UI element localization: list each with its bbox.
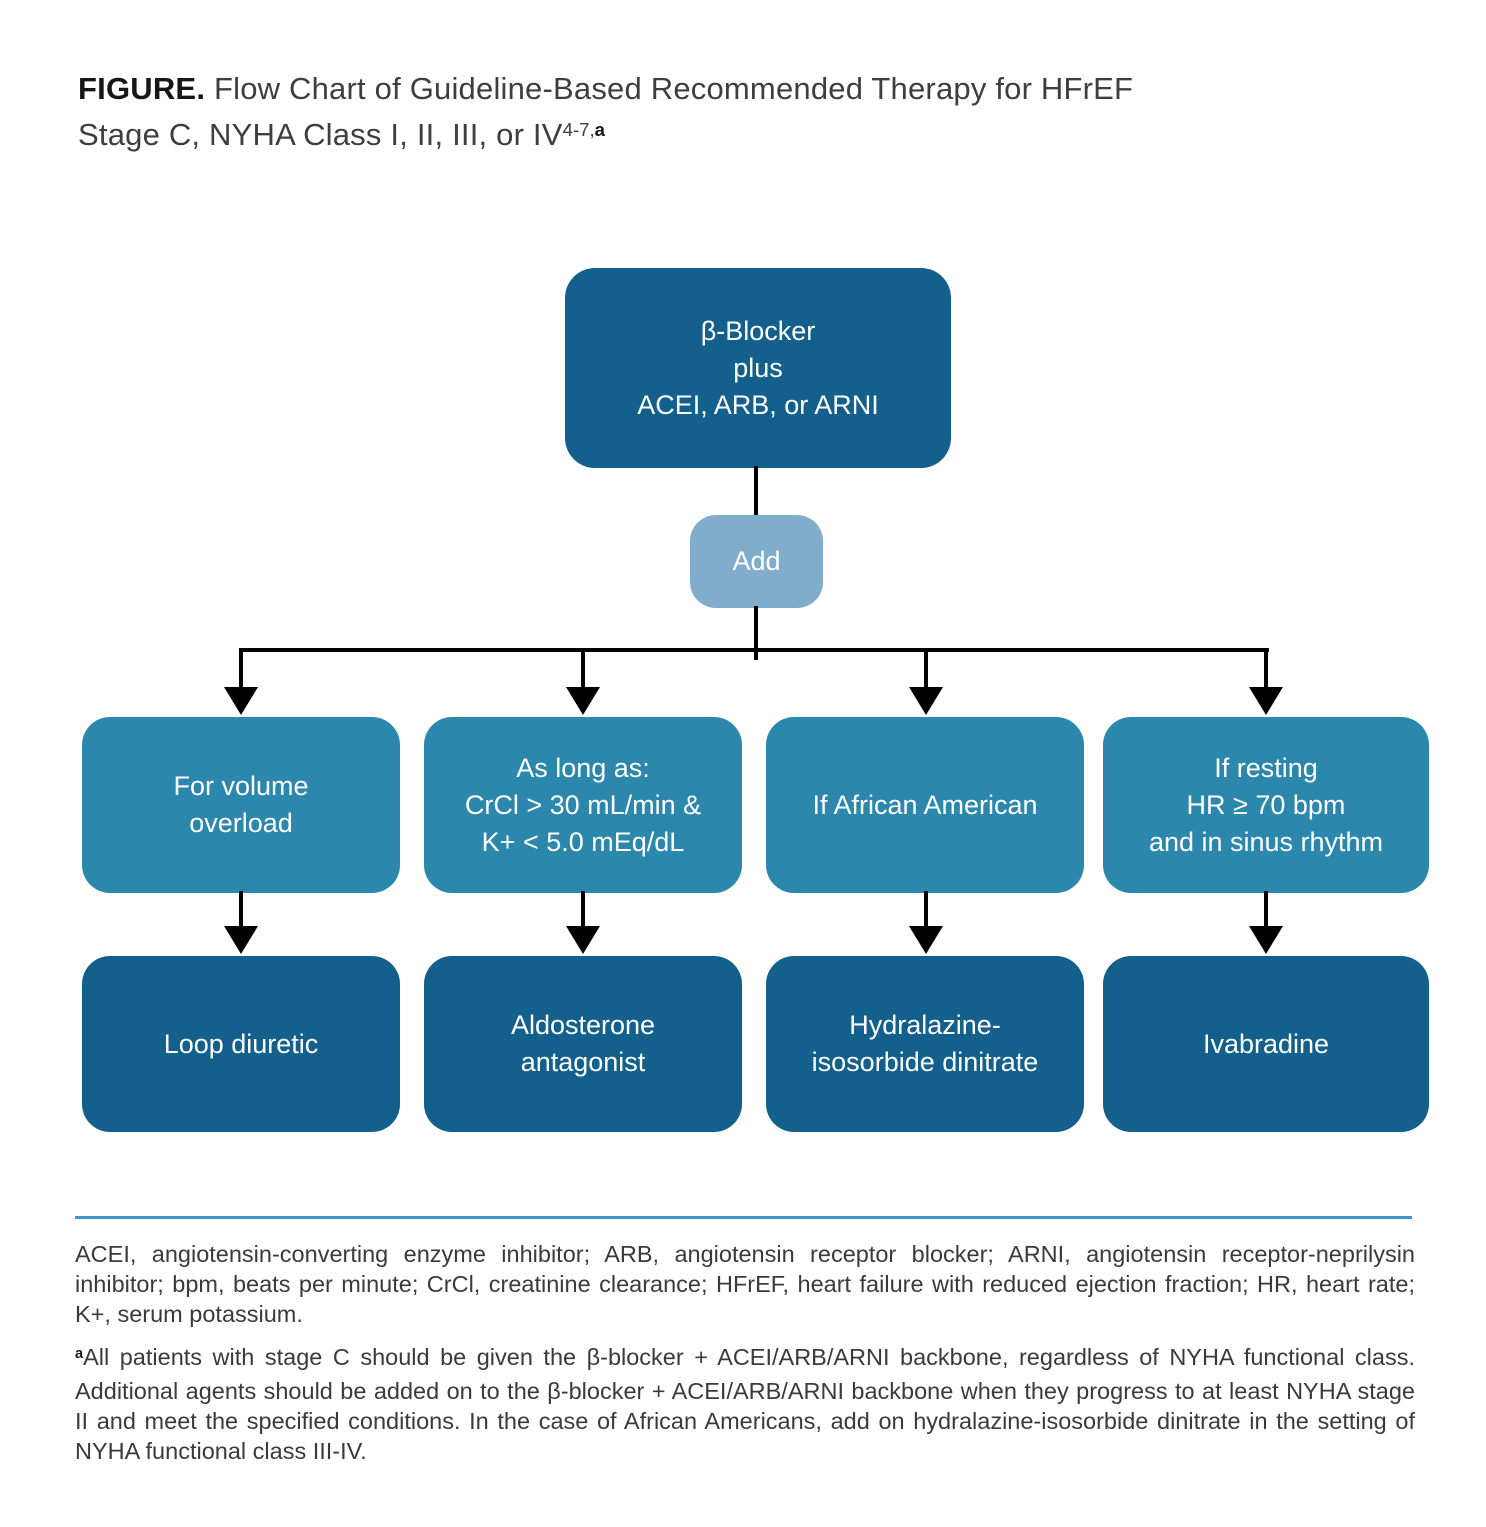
node-line: ACEI, ARB, or ARNI (637, 389, 879, 420)
node-therapy-text: Hydralazine- isosorbide dinitrate (812, 1007, 1039, 1081)
node-therapy-hydralazine-isosorbide: Hydralazine- isosorbide dinitrate (766, 956, 1084, 1132)
node-line: β-Blocker (700, 315, 816, 346)
figure-footnote: aAll patients with stage C should be giv… (75, 1342, 1415, 1466)
connector-therapy-4 (1264, 891, 1268, 929)
node-therapy-text: Loop diuretic (164, 1026, 319, 1063)
node-add: Add (690, 515, 823, 608)
connector-rail-stub (754, 650, 758, 660)
node-condition-text: If resting HR ≥ 70 bpm and in sinus rhyt… (1149, 750, 1383, 861)
figure-label: FIGURE. (78, 71, 206, 106)
node-therapy-loop-diuretic: Loop diuretic (82, 956, 400, 1132)
arrowhead-down-icon (566, 687, 600, 715)
node-line: Loop diuretic (163, 1028, 319, 1059)
figure-title-text-line1: Flow Chart of Guideline-Based Recommende… (213, 71, 1134, 106)
connector-therapy-3 (924, 891, 928, 929)
node-condition-text: As long as: CrCl > 30 mL/min & K+ < 5.0 … (465, 750, 701, 861)
node-therapy-aldosterone-antagonist: Aldosterone antagonist (424, 956, 742, 1132)
connector-branch-4 (1264, 648, 1268, 690)
node-condition-renal-potassium: As long as: CrCl > 30 mL/min & K+ < 5.0 … (424, 717, 742, 893)
connector-branch-1 (239, 648, 243, 690)
arrowhead-down-icon (909, 926, 943, 954)
node-line: HR ≥ 70 bpm (1186, 789, 1346, 820)
node-condition-resting-hr: If resting HR ≥ 70 bpm and in sinus rhyt… (1103, 717, 1429, 893)
node-condition-text: If African American (812, 787, 1037, 824)
arrowhead-down-icon (224, 687, 258, 715)
node-line: As long as: (516, 752, 650, 783)
node-therapy-text: Ivabradine (1203, 1026, 1329, 1063)
node-line: Ivabradine (1202, 1028, 1330, 1059)
node-line: K+ < 5.0 mEq/dL (481, 826, 685, 857)
node-line: For volume (173, 771, 309, 801)
footnote-marker: a (75, 1346, 84, 1363)
node-line: isosorbide dinitrate (811, 1047, 1039, 1077)
figure-title-text-line2: Stage C, NYHA Class I, II, III, or IV (78, 117, 563, 152)
node-condition-volume-overload: For volume overload (82, 717, 400, 893)
figure-footnotes: ACEI, angiotensin-converting enzyme inhi… (75, 1239, 1415, 1466)
connector-branch-2 (581, 648, 585, 690)
connector-add-to-rail (754, 606, 758, 652)
node-line: Aldosterone (510, 1010, 656, 1040)
figure-title-line2: Stage C, NYHA Class I, II, III, or IV4-7… (78, 112, 1430, 162)
node-therapy-text: Aldosterone antagonist (511, 1007, 655, 1081)
footnote-reference-superscript: a (594, 118, 606, 140)
node-backbone-therapy-text: β-Blocker plus ACEI, ARB, or ARNI (637, 313, 879, 424)
node-line: CrCl > 30 mL/min & (464, 789, 702, 820)
node-line: overload (189, 808, 293, 838)
arrowhead-down-icon (224, 926, 258, 954)
arrowhead-down-icon (566, 926, 600, 954)
node-add-label: Add (732, 546, 781, 576)
node-line: If resting (1214, 752, 1318, 783)
arrowhead-down-icon (909, 687, 943, 715)
arrowhead-down-icon (1249, 926, 1283, 954)
node-line: If African American (812, 789, 1038, 820)
footnote-text: All patients with stage C should be give… (75, 1344, 1415, 1464)
node-condition-text: For volume overload (173, 768, 308, 842)
connector-therapy-1 (239, 891, 243, 929)
connector-branch-3 (924, 648, 928, 690)
figure-title: FIGURE. Flow Chart of Guideline-Based Re… (78, 66, 1430, 162)
reference-superscript: 4-7, (562, 118, 595, 140)
connector-therapy-2 (581, 891, 585, 929)
connector-root-to-add (754, 466, 758, 518)
node-condition-african-american: If African American (766, 717, 1084, 893)
node-line: Hydralazine- (849, 1010, 1001, 1040)
footer-divider (75, 1216, 1412, 1219)
node-line: antagonist (520, 1047, 646, 1077)
abbreviations-text: ACEI, angiotensin-converting enzyme inhi… (75, 1241, 1415, 1327)
node-line: plus (733, 352, 783, 383)
node-therapy-ivabradine: Ivabradine (1103, 956, 1429, 1132)
node-backbone-therapy: β-Blocker plus ACEI, ARB, or ARNI (565, 268, 951, 468)
figure-title-line1: FIGURE. Flow Chart of Guideline-Based Re… (78, 66, 1430, 112)
arrowhead-down-icon (1249, 687, 1283, 715)
node-line: and in sinus rhythm (1148, 826, 1384, 857)
